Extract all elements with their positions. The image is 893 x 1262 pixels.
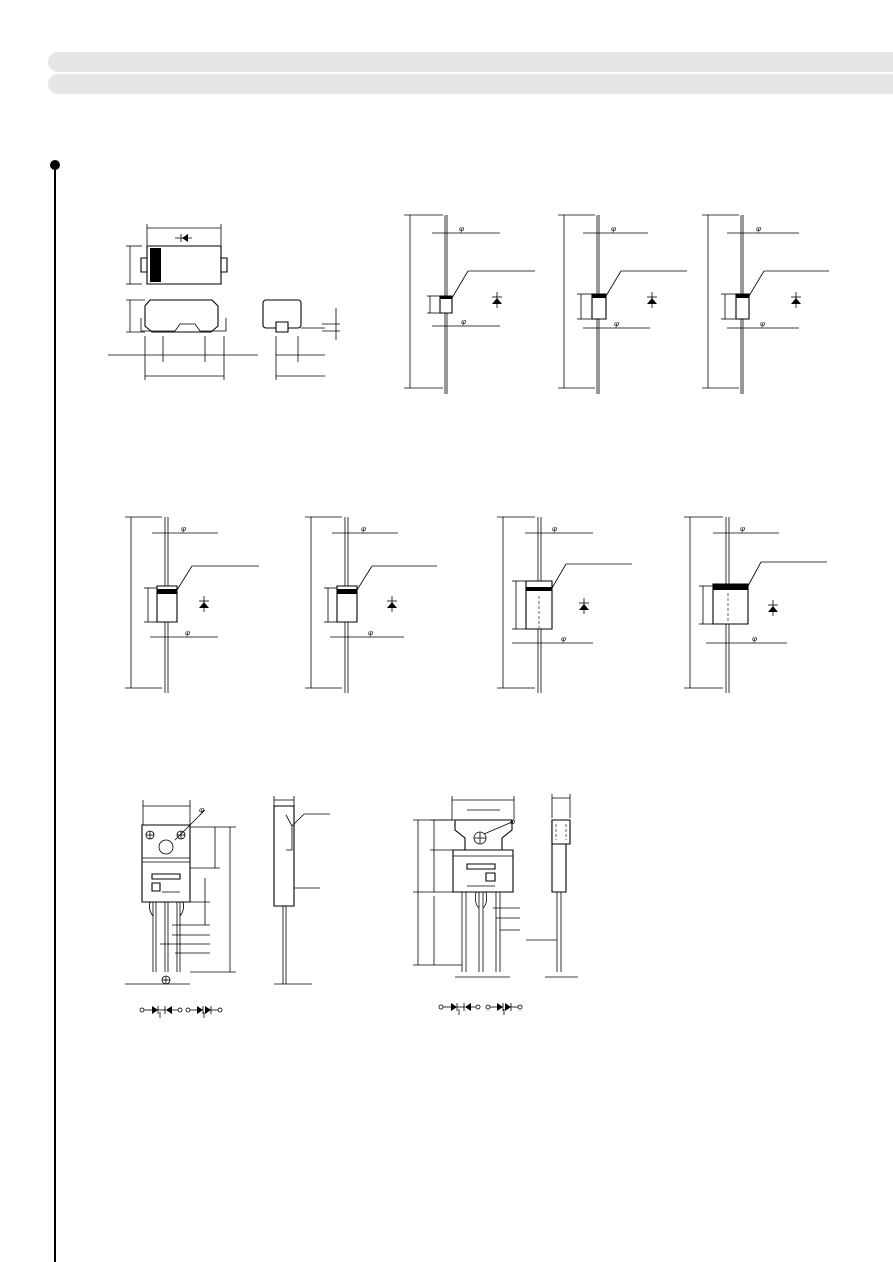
diameter-label: φ xyxy=(752,635,757,643)
axial-lead-small-1-drawing: φ φ xyxy=(404,215,535,394)
diameter-label: φ xyxy=(740,525,745,533)
axial-lead-large-1-drawing: φ φ xyxy=(497,517,632,693)
section-rail xyxy=(54,166,56,1262)
dual-diode-pinout-icon xyxy=(140,1006,222,1018)
smd-package-drawing xyxy=(108,224,340,380)
axial-lead-small-2-drawing: φ φ xyxy=(558,215,687,394)
diode-symbol-icon xyxy=(387,596,397,612)
diameter-label: φ xyxy=(181,525,186,533)
diode-symbol-icon xyxy=(647,292,657,308)
diode-symbol-icon xyxy=(492,292,502,308)
section-bullet xyxy=(50,160,60,170)
axial-lead-medium-1-drawing: φ φ xyxy=(125,517,259,693)
diode-symbol-icon xyxy=(791,292,801,308)
diameter-label: φ xyxy=(552,525,557,533)
diameter-label: φ xyxy=(199,806,204,814)
diameter-label: φ xyxy=(561,635,566,643)
diode-symbol-icon xyxy=(199,596,209,612)
diameter-label: φ xyxy=(368,629,373,637)
diameter-label: φ xyxy=(361,525,366,533)
diameter-label: φ xyxy=(614,320,619,328)
axial-lead-medium-2-drawing: φ φ xyxy=(305,517,437,693)
diameter-label: φ xyxy=(510,818,515,826)
to220-package-drawing: φ xyxy=(413,794,578,1015)
dual-diode-pinout-icon xyxy=(439,1003,522,1015)
header-band-top xyxy=(48,52,893,72)
diameter-label: φ xyxy=(459,225,464,233)
diameter-label: φ xyxy=(461,318,466,326)
axial-lead-small-3-drawing: φ φ xyxy=(702,215,829,394)
to220f-package-drawing: φ xyxy=(125,796,330,1018)
axial-lead-large-2-drawing: φ φ xyxy=(684,517,827,693)
diode-symbol-icon xyxy=(175,234,192,242)
diameter-label: φ xyxy=(756,225,761,233)
diameter-label: φ xyxy=(760,320,765,328)
diode-symbol-icon xyxy=(768,600,778,616)
header-band-bottom xyxy=(48,74,893,94)
diode-symbol-icon xyxy=(579,598,589,614)
diameter-label: φ xyxy=(185,629,190,637)
diameter-label: φ xyxy=(611,225,616,233)
